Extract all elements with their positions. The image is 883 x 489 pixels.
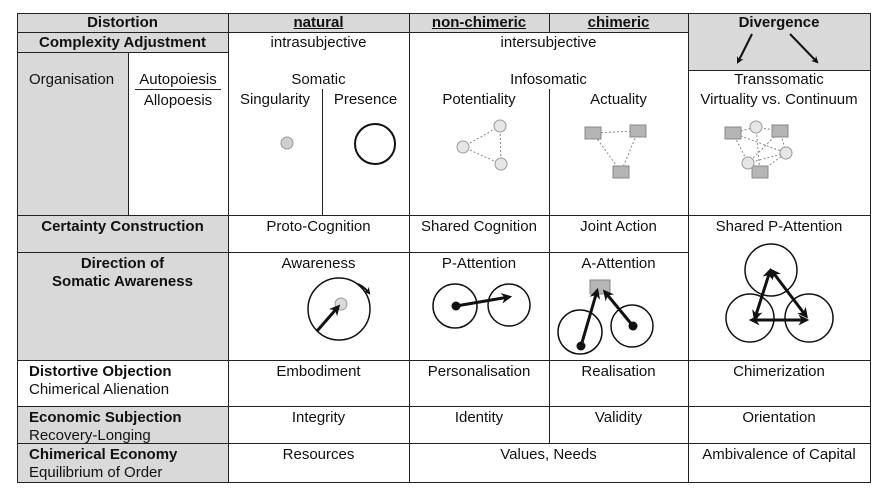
infosomatic-label: Infosomatic	[510, 71, 587, 88]
grid-line	[17, 32, 688, 33]
orientation-cell: Orientation	[742, 409, 816, 426]
integrity-cell: Integrity	[291, 409, 346, 426]
values-needs-cell: Values, Needs	[500, 446, 597, 463]
intersubjective-cell: intersubjective	[500, 34, 597, 51]
header-non-chimeric: non-chimeric	[431, 14, 527, 31]
grid-line	[17, 252, 688, 253]
chimerical-sublabel: Equilibrium of Order	[29, 464, 163, 481]
distortive-label: Distortive Objection	[29, 363, 172, 380]
shared-p-attention-cell: Shared P-Attention	[715, 218, 843, 235]
header-natural: natural	[293, 14, 344, 31]
virtuality-label: Virtuality vs. Continuum	[700, 91, 858, 108]
header-distortion: Distortion	[87, 14, 158, 31]
shared-cognition-cell: Shared Cognition	[421, 218, 537, 235]
realisation-cell: Realisation	[581, 363, 656, 380]
square-network-icon	[584, 124, 647, 179]
actuality-label: Actuality	[590, 91, 647, 108]
header-chimeric: chimeric	[587, 14, 650, 31]
grid-line	[870, 13, 871, 483]
grid-line	[322, 89, 323, 215]
personalisation-cell: Personalisation	[427, 363, 531, 380]
grid-line	[549, 89, 550, 443]
organisation-label: Organisation	[29, 71, 115, 88]
a-attention-cell: A-Attention	[581, 255, 656, 272]
p-attention-icon	[432, 283, 531, 329]
natural-header-shade	[228, 13, 409, 32]
grid-line	[17, 215, 870, 216]
grid-line	[549, 13, 550, 32]
allopoesis-label: Allopoesis	[143, 92, 213, 109]
identity-cell: Identity	[454, 409, 504, 426]
mixed-network-icon	[724, 120, 793, 179]
grid-line	[17, 406, 870, 407]
grid-line	[409, 13, 410, 483]
joint-action-cell: Joint Action	[580, 218, 657, 235]
chimerization-cell: Chimerization	[733, 363, 825, 380]
grid-line	[135, 89, 221, 90]
transsomatic-label: Transsomatic	[734, 71, 824, 88]
p-attention-cell: P-Attention	[441, 255, 517, 272]
grid-line	[17, 360, 870, 361]
proto-cognition-cell: Proto-Cognition	[266, 218, 371, 235]
presence-label: Presence	[333, 91, 398, 108]
divergence-arrows-icon	[737, 33, 819, 64]
grid-line	[17, 443, 870, 444]
ambivalence-cell: Ambivalence of Capital	[702, 446, 856, 463]
validity-cell: Validity	[594, 409, 643, 426]
grid-line	[17, 482, 870, 483]
certainty-label: Certainty Construction	[41, 218, 204, 235]
small-circle-icon	[280, 136, 294, 150]
chimerical-label: Chimerical Economy	[29, 446, 178, 463]
somatic-label: Somatic	[291, 71, 346, 88]
lower-label-shade	[17, 406, 228, 482]
awareness-icon	[307, 277, 371, 341]
organisation-shade	[17, 52, 128, 215]
embodiment-cell: Embodiment	[276, 363, 361, 380]
grid-line	[17, 52, 228, 53]
intersubjective-header-shade	[409, 13, 688, 32]
awareness-cell: Awareness	[281, 255, 356, 272]
potentiality-label: Potentiality	[442, 91, 516, 108]
divergence-header-shade	[688, 13, 870, 70]
direction-label-line2: Somatic Awareness	[52, 273, 193, 290]
header-divergence: Divergence	[738, 14, 820, 31]
grid-line	[17, 13, 870, 14]
grid-line	[17, 13, 18, 483]
large-circle-icon	[354, 123, 396, 165]
intrasubjective-cell: intrasubjective	[270, 34, 367, 51]
resources-cell: Resources	[282, 446, 355, 463]
grid-line	[688, 13, 689, 483]
economic-sublabel: Recovery-Longing	[29, 427, 151, 444]
grid-line	[228, 13, 229, 483]
row-label-shade	[17, 215, 228, 360]
singularity-label: Singularity	[239, 91, 311, 108]
distortive-sublabel: Chimerical Alienation	[29, 381, 170, 398]
a-attention-icon	[557, 279, 654, 355]
complexity-label: Complexity Adjustment	[39, 34, 206, 51]
autopoiesis-label: Autopoiesis	[139, 71, 217, 88]
economic-label: Economic Subjection	[29, 409, 182, 426]
shared-p-attention-icon	[725, 243, 834, 343]
direction-label-line1: Direction of	[80, 255, 165, 272]
grid-line	[688, 70, 870, 71]
triangle-network-icon	[456, 119, 508, 171]
grid-line	[128, 52, 129, 215]
